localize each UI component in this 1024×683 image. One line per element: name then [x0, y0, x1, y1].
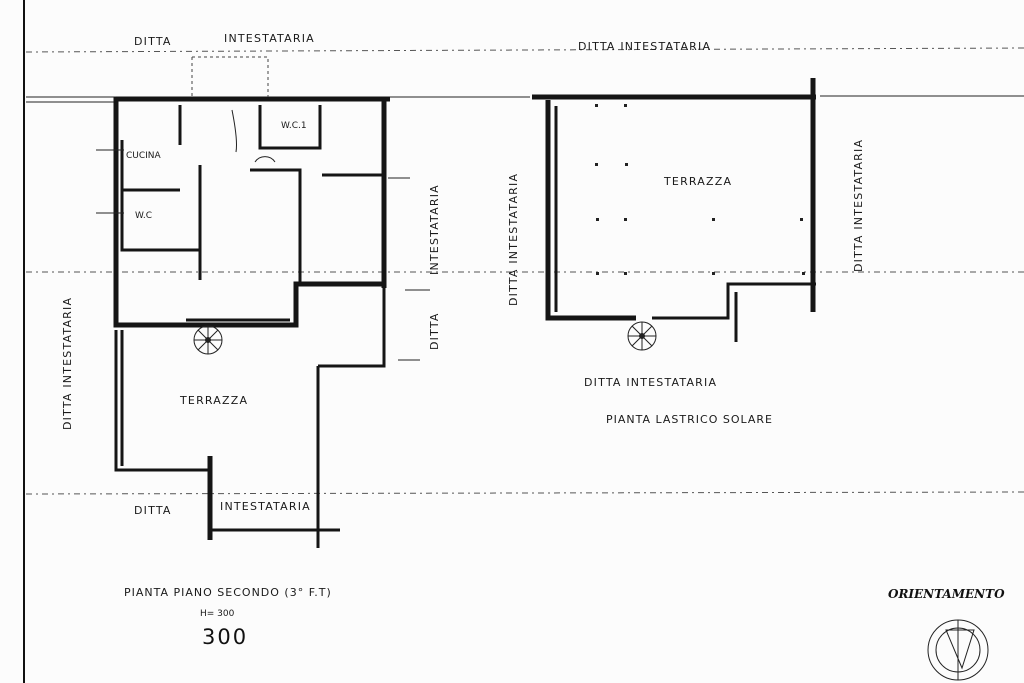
title-height: H= 300 [200, 609, 235, 619]
title-left-plan: PIANTA PIANO SECONDO (3° F.T) [124, 586, 332, 599]
label-roof-bottom: DITTA INTESTATARIA [584, 376, 717, 389]
label-top-left-intestataria: INTESTATARIA [224, 32, 315, 45]
room-label-wc1: W.C.1 [281, 121, 307, 131]
room-label-wc: W.C [135, 211, 152, 221]
label-bottom-left-intestataria: INTESTATARIA [220, 500, 311, 513]
label-top-left-ditta: DITTA [134, 35, 172, 48]
boundary-line-bottom [25, 491, 1024, 495]
terrace-wall-west [114, 330, 210, 472]
roof-wall-west [545, 100, 636, 321]
wc1-walls [258, 105, 322, 150]
roof-outline-dotted [191, 56, 269, 97]
label-top-right: DITTA INTESTATARIA [578, 40, 711, 53]
label-roof-right-vertical: DITTA INTESTATARIA [852, 139, 865, 272]
compass-icon [927, 619, 989, 681]
label-middle-vertical-lower: DITTA [428, 312, 441, 350]
title-right-plan: PIANTA LASTRICO SOLARE [606, 413, 773, 426]
left-plan-outer-wall-west [113, 97, 384, 328]
hall-wall [250, 168, 302, 282]
boundary-line-top [25, 47, 1024, 53]
kitchen-wall [120, 140, 200, 252]
right-roof-plan [532, 78, 816, 351]
roof-wall-south [652, 282, 816, 320]
room-label-cucina: CUCINA [126, 151, 162, 161]
label-roof-left-vertical: DITTA INTESTATARIA [507, 173, 520, 306]
room-label-terrazza-left: TERRAZZA [179, 394, 248, 407]
left-floor-plan [96, 56, 430, 548]
label-bottom-left-ditta: DITTA [134, 504, 172, 517]
scale-number: 300 [202, 625, 248, 649]
label-left-vertical: DITTA INTESTATARIA [61, 297, 74, 430]
label-middle-vertical-upper: INTESTATARIA [428, 184, 441, 275]
roof-drain-points [595, 104, 805, 275]
terrace-wall-north-east [318, 288, 386, 368]
orientation-label: ORIENTAMENTO [888, 587, 1005, 601]
room-label-terrazza-right: TERRAZZA [663, 175, 732, 188]
